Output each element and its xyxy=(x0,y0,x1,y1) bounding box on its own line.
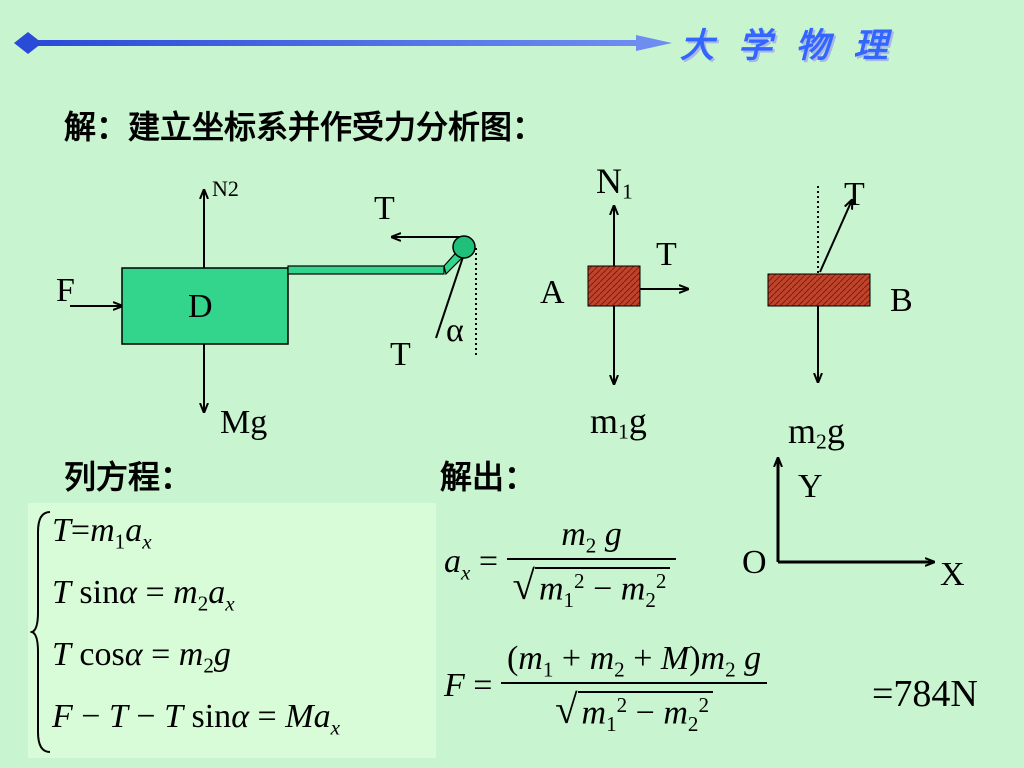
tb-arrow xyxy=(819,200,852,273)
solve-heading: 解出： xyxy=(440,458,537,496)
equations-heading: 列方程： xyxy=(64,458,193,496)
equation-3: T cosα = m2g xyxy=(52,636,231,678)
pulley xyxy=(452,235,476,259)
equation-4: F − T − T sinα = Max xyxy=(52,698,340,740)
label-m1g: m1g xyxy=(590,401,647,444)
label-d: D xyxy=(188,288,213,325)
rope-horizontal xyxy=(287,265,445,275)
label-alpha: α xyxy=(446,312,464,349)
header-title: 大 学 物 理 xyxy=(680,26,894,66)
label-t-top: T xyxy=(374,190,395,227)
label-x-axis: X xyxy=(940,556,965,593)
result-f: F = (m1 + m2 + M)m2 g √m12 − m22 xyxy=(444,640,768,737)
label-b: B xyxy=(890,282,913,319)
label-f: F xyxy=(56,272,75,309)
block-a xyxy=(587,265,641,307)
label-mg: Mg xyxy=(220,404,268,441)
label-ta: T xyxy=(656,236,677,273)
result-ax: ax = m2 g √m12 − m22 xyxy=(444,516,677,613)
label-n1: N1 xyxy=(596,161,633,204)
block-d xyxy=(121,267,289,345)
label-a: A xyxy=(540,274,565,311)
label-n2: N2 xyxy=(212,176,239,201)
equation-2: T sinα = m2ax xyxy=(52,574,235,616)
equation-1: T=m1ax xyxy=(52,512,152,554)
header-arrowhead xyxy=(636,35,672,51)
label-t-bottom: T xyxy=(390,336,411,373)
header-diamond xyxy=(14,32,42,54)
label-tb: T xyxy=(844,176,865,213)
header-line xyxy=(38,40,638,46)
label-y-axis: Y xyxy=(798,468,823,505)
solution-intro: 解：建立坐标系并作受力分析图： xyxy=(64,108,545,146)
result-f-value: =784N xyxy=(872,673,978,715)
t-bottom-line xyxy=(435,247,467,339)
label-origin: O xyxy=(742,544,767,581)
equations-box xyxy=(28,503,436,758)
equations-brace xyxy=(30,511,51,753)
header-decoration xyxy=(14,32,672,54)
label-m2g: m2g xyxy=(788,411,845,454)
block-b xyxy=(767,273,871,307)
